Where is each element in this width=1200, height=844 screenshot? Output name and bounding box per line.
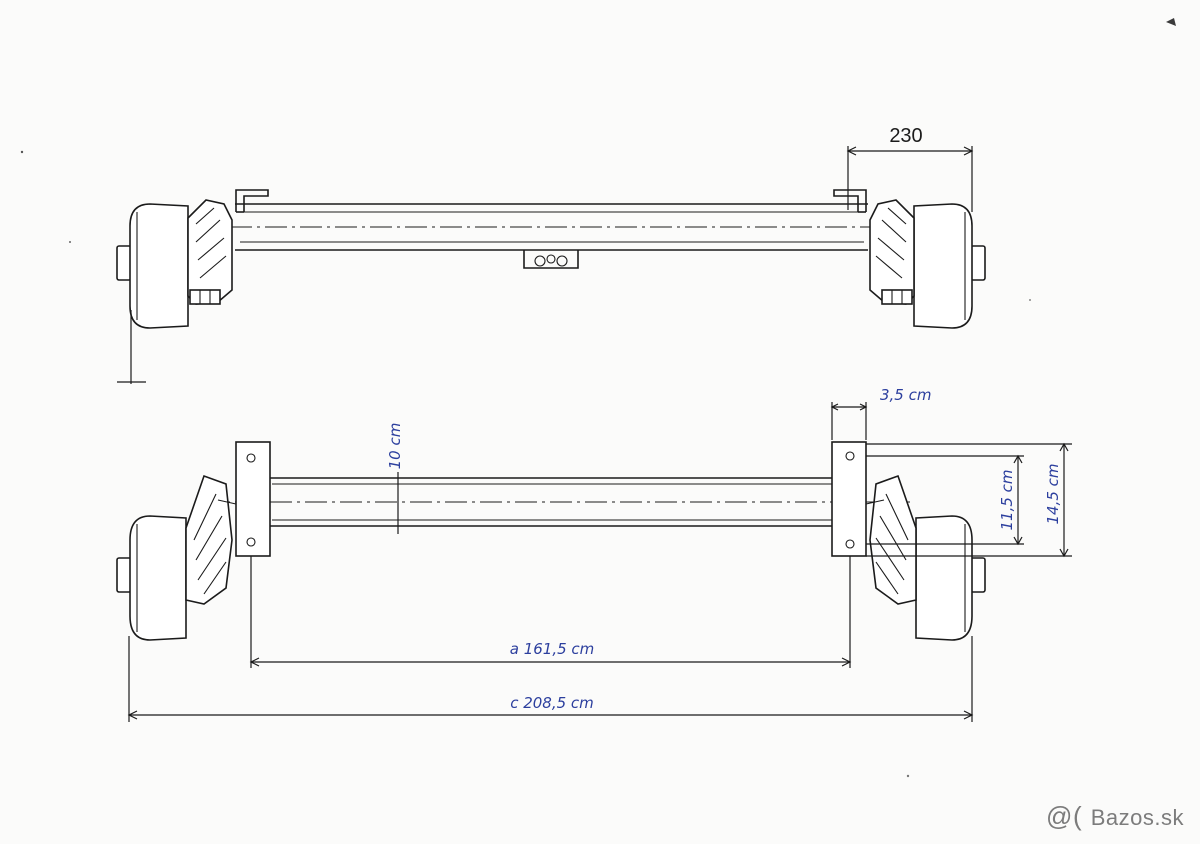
top-left-bracket <box>235 189 269 213</box>
dimension-flange-3-5cm: 3,5 cm <box>830 386 931 440</box>
dimension-230: 230 <box>846 125 974 212</box>
dimension-inner-height-11-5cm: 11,5 cm <box>866 454 1024 546</box>
bottom-right-flange <box>831 441 867 557</box>
top-center-bracket <box>523 250 579 269</box>
flange-3-5cm-label: 3,5 cm <box>880 386 931 404</box>
top-right-bracket <box>833 189 867 213</box>
dimension-flange-span: a 161,5 cm <box>249 556 852 668</box>
top-view: 230 <box>116 125 986 384</box>
dimension-overall-width: c 208,5 cm <box>127 636 974 722</box>
bazos-watermark-text: Bazos.sk <box>1090 805 1184 830</box>
tube-10cm-label: 10 cm <box>386 423 404 470</box>
bazos-watermark: @( Bazos.sk <box>1046 801 1184 832</box>
overall-width-label: c 208,5 cm <box>510 694 594 712</box>
bottom-axle-tube <box>200 477 910 527</box>
scan-specks <box>20 18 1176 778</box>
inner-height-11-5cm-label: 11,5 cm <box>998 469 1016 530</box>
top-left-offset-mark <box>117 310 146 384</box>
dimension-outer-height-14-5cm: 14,5 cm <box>866 442 1072 558</box>
dimension-tube-10cm: 10 cm <box>386 423 404 534</box>
dimension-230-label: 230 <box>889 125 922 147</box>
bottom-right-hub <box>865 474 986 641</box>
bazos-logo-icon: @( <box>1046 801 1083 831</box>
flange-span-label: a 161,5 cm <box>510 640 595 658</box>
bottom-left-hub <box>116 474 237 641</box>
top-left-hub <box>116 199 233 329</box>
top-axle-tube <box>195 203 915 251</box>
bottom-left-flange <box>235 441 271 557</box>
top-right-hub <box>869 199 986 329</box>
bottom-view: 10 cm 3,5 cm 11,5 cm 14,5 cm <box>116 386 1072 722</box>
outer-height-14-5cm-label: 14,5 cm <box>1044 463 1062 524</box>
